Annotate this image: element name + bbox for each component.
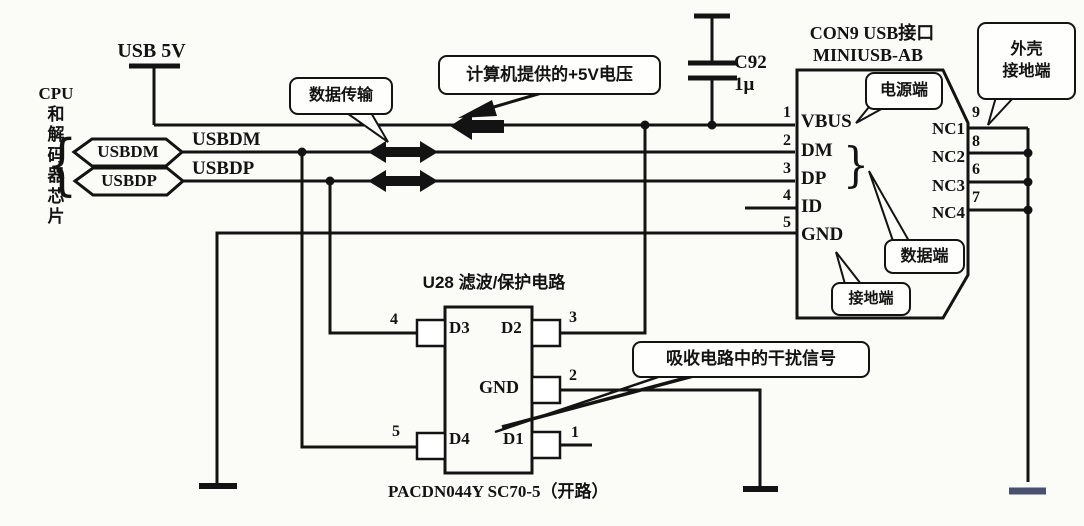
usbdm-net-label: USBDM (192, 129, 261, 150)
usb5v-label: USB 5V (117, 40, 186, 62)
con9-title: CON9 USB接口 (809, 23, 935, 43)
u28-part-label: PACDN044Y SC70-5（开路） (388, 482, 609, 501)
left-current-arrow-icon (450, 112, 504, 140)
pin-num-3: 3 (783, 160, 791, 177)
pointer-computer-5v-head (458, 100, 497, 118)
callout-computer-5v: 计算机提供的+5V电压 (438, 55, 661, 95)
callout-shell-ground: 外壳 接地端 (977, 22, 1076, 100)
u28-pin-num-2: 2 (569, 367, 577, 384)
pin-name-vbus: VBUS (801, 111, 852, 132)
usbdp-branch-to-d3 (328, 181, 417, 335)
pin-num-1: 1 (783, 104, 791, 121)
pin-name-gnd: GND (801, 224, 844, 245)
c92-ref-label: C92 (734, 52, 767, 73)
pin-num-4: 4 (783, 187, 791, 204)
u28-pin-num-4: 4 (390, 311, 398, 328)
pin-num-2: 2 (783, 132, 791, 149)
bidirectional-arrow-dm-icon (368, 141, 438, 163)
usbdp-net-label: USBDP (192, 158, 255, 179)
u28-pad-label-gnd: GND (479, 377, 519, 397)
cpu-decoder-chip-label: CPU 和 解 码 器 芯 片 (38, 84, 74, 226)
callout-ground-terminal: 接地端 (831, 282, 911, 316)
pointer-ground-terminal (835, 251, 864, 285)
u28-pad-1 (530, 430, 562, 460)
pointer-data-terminal (868, 170, 911, 242)
u28-pin-num-1: 1 (571, 424, 579, 441)
callout-power-terminal: 电源端 (865, 72, 943, 110)
u28-title: U28 滤波/保护电路 (422, 273, 566, 292)
usbdm-branch-to-d4 (300, 152, 417, 449)
junction-dots (297, 120, 1033, 215)
u28-pad-label-d4: D4 (449, 429, 470, 448)
con9-subtitle: MINIUSB-AB (812, 45, 923, 65)
pointer-shell-ground (987, 96, 1017, 126)
pin-num-7: 7 (972, 189, 980, 206)
callout-data-terminal: 数据端 (884, 239, 965, 274)
d2-to-vbus-wire (560, 125, 647, 335)
pin-name-nc3: NC3 (931, 176, 965, 195)
usbdm-tag-hexagon (71, 137, 185, 168)
dm-dp-brace: } (843, 137, 869, 193)
pin-num-6: 6 (972, 161, 980, 178)
u28-pad-label-d3: D3 (449, 318, 470, 337)
gnd-wire (215, 231, 797, 485)
pin-name-nc4: NC4 (931, 203, 965, 222)
usbdp-tag-hexagon (72, 166, 186, 197)
usbdm-tag-label: USBDM (97, 142, 159, 161)
con9-connector-outline (795, 68, 970, 320)
u28-pad-label-d1: D1 (503, 429, 524, 448)
u28-pads (415, 318, 562, 461)
left-brace: { (46, 126, 78, 203)
u28-pad-3 (530, 318, 562, 348)
pin-name-dp: DP (801, 168, 827, 189)
usbdp-tag-label: USBDP (101, 171, 157, 190)
u28-pad-2 (530, 375, 562, 405)
u28-pad-5 (415, 431, 447, 461)
u28-pad-label-d2: D2 (501, 318, 522, 337)
pin-num-8: 8 (972, 133, 980, 150)
nc-pin-wires (968, 126, 1028, 212)
u28-pad-4 (415, 318, 447, 348)
callout-data-transfer: 数据传输 (289, 77, 393, 115)
bidirectional-arrow-dp-icon (368, 170, 438, 192)
pin-name-dm: DM (801, 140, 833, 161)
pin-num-5: 5 (783, 214, 791, 231)
pointer-absorb-2 (501, 369, 713, 429)
u28-pin-num-5: 5 (392, 423, 400, 440)
u28-pin-num-3: 3 (569, 309, 577, 326)
pin-num-9: 9 (972, 104, 980, 121)
c92-value-label: 1μ (734, 74, 755, 95)
wire-set (129, 13, 1046, 495)
pin-name-nc1: NC1 (931, 119, 965, 138)
pin-name-id: ID (801, 196, 823, 217)
callout-absorb-noise: 吸收电路中的干扰信号 (632, 341, 870, 378)
u28-gnd-wire (560, 388, 762, 486)
pin-name-nc2: NC2 (931, 147, 965, 166)
